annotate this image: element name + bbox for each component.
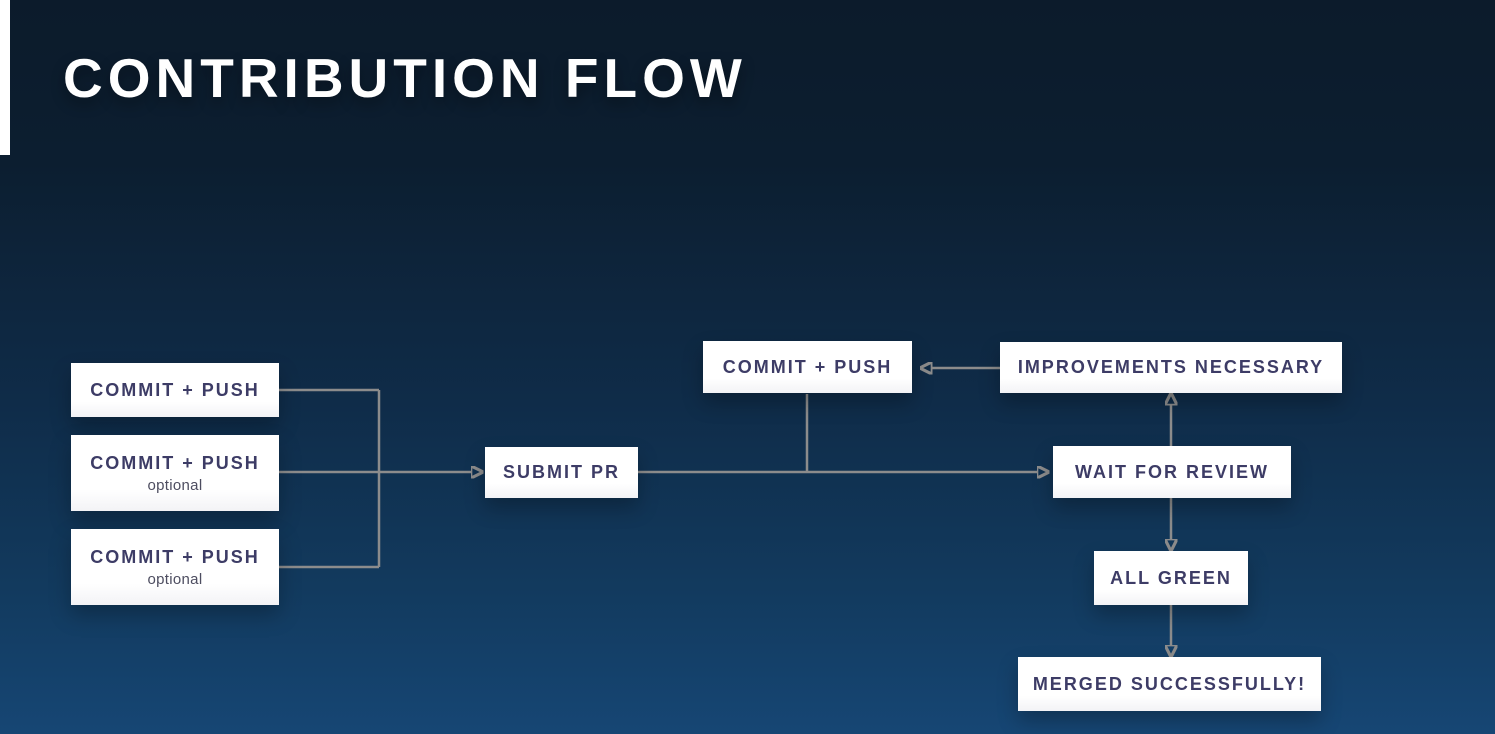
- node-submit-pr: SUBMIT PR: [485, 447, 638, 498]
- node-submit-pr-label: SUBMIT PR: [503, 462, 620, 482]
- node-commit-push-1-label: COMMIT + PUSH: [90, 379, 260, 400]
- node-commit-push-4: COMMIT + PUSH: [703, 341, 912, 393]
- node-commit-push-3: COMMIT + PUSH optional: [71, 529, 279, 605]
- node-wait-for-review-label: WAIT FOR REVIEW: [1075, 461, 1269, 482]
- node-merged-successfully-label: MERGED SUCCESSFULLY!: [1032, 673, 1307, 694]
- accent-bar: [0, 0, 10, 155]
- node-improvements-necessary-label: IMPROVEMENTS NECESSARY: [1017, 357, 1325, 377]
- node-commit-push-1: COMMIT + PUSH: [71, 363, 279, 417]
- node-all-green: ALL GREEN: [1094, 551, 1248, 605]
- node-commit-push-3-label: COMMIT + PUSH: [90, 546, 260, 567]
- page-title: CONTRIBUTION FLOW: [63, 47, 747, 109]
- node-all-green-label: ALL GREEN: [1110, 567, 1232, 588]
- node-commit-push-2-sublabel: optional: [147, 476, 203, 494]
- node-merged-successfully: MERGED SUCCESSFULLY!: [1018, 657, 1321, 711]
- node-commit-push-3-sublabel: optional: [147, 570, 203, 588]
- node-commit-push-2-label: COMMIT + PUSH: [90, 452, 260, 473]
- node-wait-for-review: WAIT FOR REVIEW: [1053, 446, 1291, 498]
- node-commit-push-4-label: COMMIT + PUSH: [722, 356, 893, 377]
- node-commit-push-2: COMMIT + PUSH optional: [71, 435, 279, 511]
- node-improvements-necessary: IMPROVEMENTS NECESSARY: [1000, 342, 1342, 393]
